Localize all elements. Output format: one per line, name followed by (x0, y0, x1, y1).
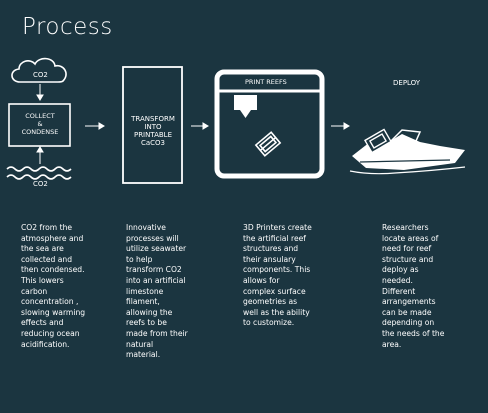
arrow-down-icon (36, 84, 44, 101)
arrow-right-icon (331, 122, 350, 130)
deploy-description: Researchers locate areas of need for ree… (382, 223, 445, 349)
arrow-up-icon (36, 146, 44, 164)
transform-box-label: TRANSFORM INTO PRINTABLE CaCO3 (131, 115, 175, 147)
collect-box (8, 103, 71, 147)
print-description: 3D Printers create the artificial reef s… (243, 223, 312, 328)
collect-description: CO2 from the atmosphere and the sea are … (21, 223, 86, 349)
cloud-icon (11, 57, 67, 83)
page-title: Process (22, 14, 113, 40)
collect-box-label: COLLECT & CONDENSE (21, 112, 59, 136)
boat-icon (349, 128, 466, 175)
printer-icon (214, 69, 325, 179)
transform-description: Innovative processes will utilize seawat… (126, 223, 188, 360)
print-header: PRINT REEFS (245, 78, 287, 86)
cloud-label: CO2 (33, 71, 48, 79)
water-label: CO2 (33, 180, 48, 188)
transform-box (122, 66, 183, 184)
arrow-right-icon (191, 122, 209, 130)
arrow-right-icon (85, 122, 105, 130)
waves-icon (6, 166, 72, 180)
deploy-header: DEPLOY (393, 79, 421, 87)
